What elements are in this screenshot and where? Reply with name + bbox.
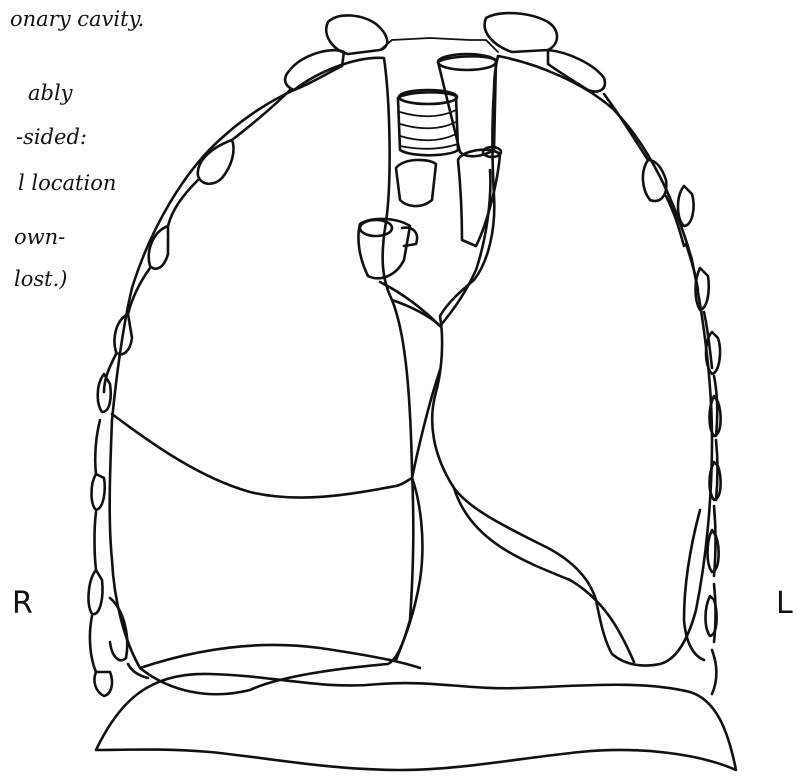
- diaphragm: [96, 674, 736, 770]
- left-rib-edge: [604, 94, 721, 694]
- left-clavicle: [485, 13, 605, 91]
- trachea: [398, 90, 458, 155]
- right-oblique-fissure: [396, 478, 422, 660]
- pulmonary-vessels: [358, 147, 501, 326]
- sternum-top: [380, 38, 498, 52]
- horizontal-fissure: [112, 414, 412, 498]
- right-lung: [110, 58, 423, 694]
- aorta-arch: [438, 54, 496, 156]
- right-clavicle: [285, 15, 387, 90]
